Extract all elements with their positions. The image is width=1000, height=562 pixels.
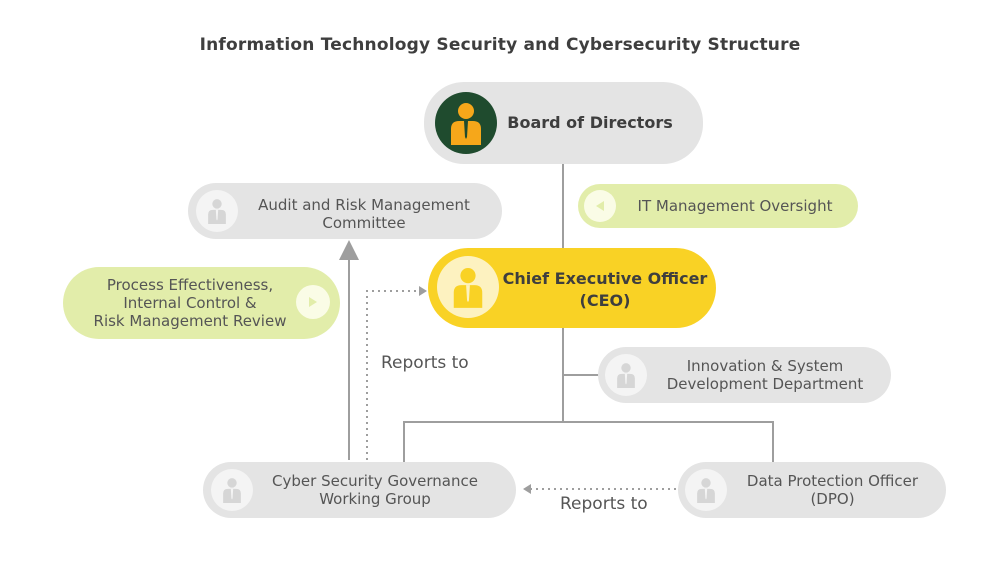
play-left-icon <box>584 190 616 222</box>
audit-label: Audit and Risk Management Committee <box>240 196 488 232</box>
ceo-arrowhead <box>419 286 427 296</box>
cyber-label-line1: Cyber Security Governance <box>272 472 478 490</box>
it-management-oversight-node[interactable] <box>578 184 858 228</box>
ceo-label: Chief Executive Officer (CEO) <box>500 268 710 312</box>
cyber-label: Cyber Security Governance Working Group <box>255 472 495 508</box>
audit-label-line2: Committee <box>322 214 406 232</box>
board-label: Board of Directors <box>507 113 673 132</box>
process-label-line1: Process Effectiveness, <box>106 276 274 294</box>
innovation-label-line1: Innovation & System <box>686 357 844 375</box>
process-effectiveness-node[interactable] <box>63 267 340 339</box>
audit-label-line1: Audit and Risk Management <box>258 196 470 214</box>
dpo-label-line2: (DPO) <box>810 490 855 508</box>
reports-to-label: Reports to <box>560 494 648 514</box>
diagram-title: Information Technology Security and Cybe… <box>199 35 801 55</box>
it-oversight-label: IT Management Oversight <box>637 197 833 215</box>
play-right-icon <box>296 285 330 319</box>
person-icon <box>605 354 647 396</box>
audit-committee-node[interactable] <box>188 183 502 239</box>
dpo-label-line1: Data Protection Officer <box>746 472 919 490</box>
cyber-arrowhead <box>523 484 531 494</box>
cyber-security-working-group-node[interactable] <box>203 462 516 518</box>
person-icon <box>685 469 727 511</box>
cyber-to-ceo-dotted-line <box>366 290 420 460</box>
person-icon <box>435 92 497 154</box>
process-label-line2: Internal Control & <box>123 294 257 312</box>
ceo-label-line2: (CEO) <box>579 291 631 310</box>
person-icon <box>437 256 499 318</box>
person-icon <box>196 190 238 232</box>
innovation-label: Innovation & System Development Departme… <box>650 357 880 393</box>
innovation-label-line2: Development Department <box>666 375 864 393</box>
cyber-label-line2: Working Group <box>319 490 431 508</box>
process-label: Process Effectiveness, Internal Control … <box>70 276 310 330</box>
dpo-label: Data Protection Officer (DPO) <box>730 472 935 508</box>
reports-to-label: Reports to <box>381 353 469 373</box>
ceo-label-line1: Chief Executive Officer <box>502 269 708 288</box>
person-icon <box>211 469 253 511</box>
process-label-line3: Risk Management Review <box>93 312 287 330</box>
